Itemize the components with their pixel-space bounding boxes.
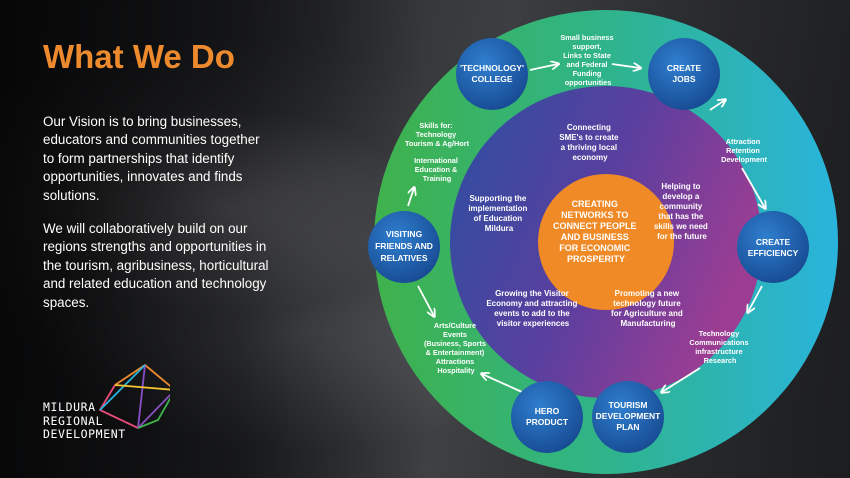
logo-wordmark: MILDURA REGIONAL DEVELOPMENT bbox=[43, 400, 126, 442]
arrow-icon bbox=[482, 374, 523, 393]
node-label: 'TECHNOLOGY'COLLEGE bbox=[460, 63, 524, 84]
arrow-icon bbox=[417, 285, 434, 316]
note-technology-communications: Technology Communications infrastructure… bbox=[689, 329, 750, 365]
note-connecting-smes: Connecting SME's to create a thriving lo… bbox=[559, 123, 621, 162]
mildura-logo-icon bbox=[99, 364, 170, 429]
cycle-arrows bbox=[407, 64, 765, 393]
center-label: CREATING NETWORKS TO CONNECT PEOPLE AND … bbox=[553, 199, 639, 264]
note-supporting-education: Supporting the implementation of Educati… bbox=[468, 194, 529, 233]
page-title: What We Do bbox=[43, 38, 235, 75]
note-business-support: Small business support, Links to State a… bbox=[560, 33, 615, 87]
logo-line: DEVELOPMENT bbox=[43, 427, 126, 441]
arrow-icon bbox=[662, 367, 701, 392]
vision-paragraph: Our Vision is to bring businesses, educa… bbox=[43, 114, 260, 203]
note-promoting-technology: Promoting a new technology future for Ag… bbox=[611, 289, 685, 328]
collaborate-paragraph: We will collaboratively build on our reg… bbox=[43, 221, 269, 310]
note-arts-culture: Arts/Culture Events (Business, Sports & … bbox=[424, 321, 488, 375]
node-technology-college: 'TECHNOLOGY'COLLEGE bbox=[456, 38, 528, 110]
logo-line: REGIONAL bbox=[43, 413, 104, 428]
arrow-icon bbox=[741, 167, 765, 208]
center-circle bbox=[538, 174, 674, 310]
arrow-icon bbox=[709, 100, 725, 111]
arrow-icon bbox=[748, 285, 763, 312]
note-attraction-retention: Attraction Retention Development bbox=[721, 137, 767, 164]
note-helping-community: Helping to develop a community that has … bbox=[654, 182, 710, 241]
note-growing-visitor-economy: Growing the Visitor Economy and attracti… bbox=[486, 289, 579, 328]
note-skills-for: Skills for: Technology Tourism & Ag/Hort bbox=[405, 121, 470, 148]
arrow-icon bbox=[529, 64, 558, 71]
arrow-icon bbox=[407, 188, 414, 207]
logo-line: MILDURA bbox=[43, 400, 96, 414]
arrow-icon bbox=[611, 64, 640, 68]
note-international-education: International Education & Training bbox=[414, 156, 460, 183]
